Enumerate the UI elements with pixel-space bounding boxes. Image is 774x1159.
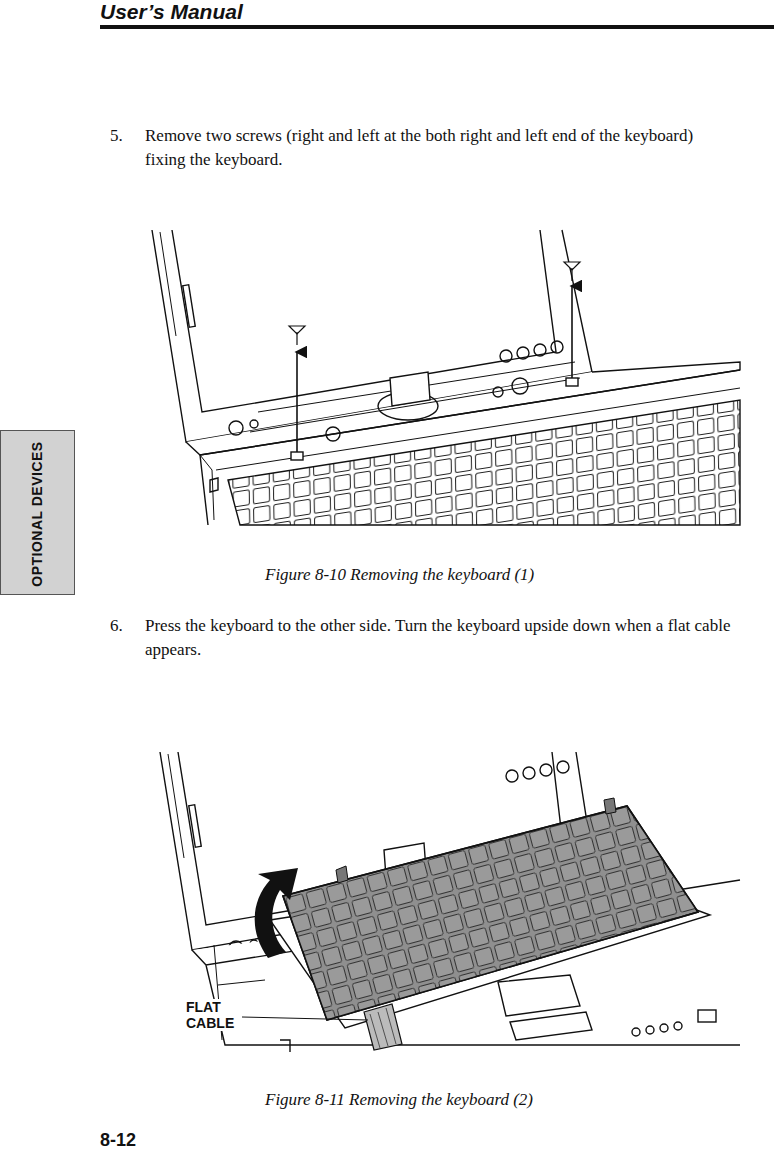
section-tab: OPTIONAL DEVICES — [0, 430, 75, 595]
step-number: 6. — [110, 614, 123, 638]
step-number: 5. — [110, 124, 123, 148]
tab-label: OPTIONAL DEVICES — [29, 441, 45, 586]
figure-caption: Figure 8-10 Removing the keyboard (1) — [265, 563, 534, 587]
step-text: Press the keyboard to the other side. Tu… — [145, 614, 770, 662]
page-number: 8-12 — [100, 1129, 136, 1151]
page-header: User’s Manual — [100, 0, 243, 24]
part-label: FLAT CABLE — [186, 999, 242, 1031]
figure-caption: Figure 8-11 Removing the keyboard (2) — [265, 1088, 533, 1112]
step-text: Remove two screws (right and left at the… — [145, 124, 735, 172]
